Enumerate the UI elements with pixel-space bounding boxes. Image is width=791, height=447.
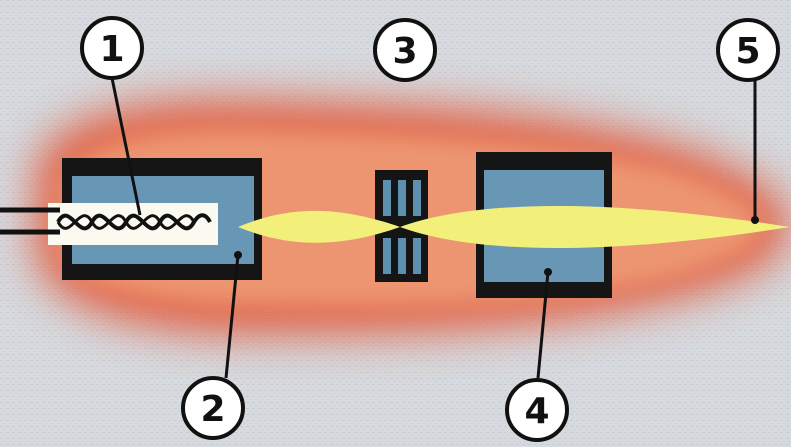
- leader-lines: [110, 77, 757, 379]
- callout-3: 3: [373, 18, 437, 82]
- callout-5: 5: [716, 18, 780, 82]
- callout-3-label: 3: [392, 31, 417, 72]
- callout-1-label: 1: [99, 29, 124, 70]
- filament: [0, 203, 218, 245]
- callout-5-label: 5: [735, 31, 760, 72]
- callout-4-label: 4: [524, 391, 549, 432]
- callout-1: 1: [80, 16, 144, 80]
- leader-dots: [234, 216, 759, 276]
- electron-beam: [238, 205, 790, 249]
- callout-2-label: 2: [200, 389, 225, 430]
- callout-2: 2: [181, 376, 245, 440]
- callout-4: 4: [505, 378, 569, 442]
